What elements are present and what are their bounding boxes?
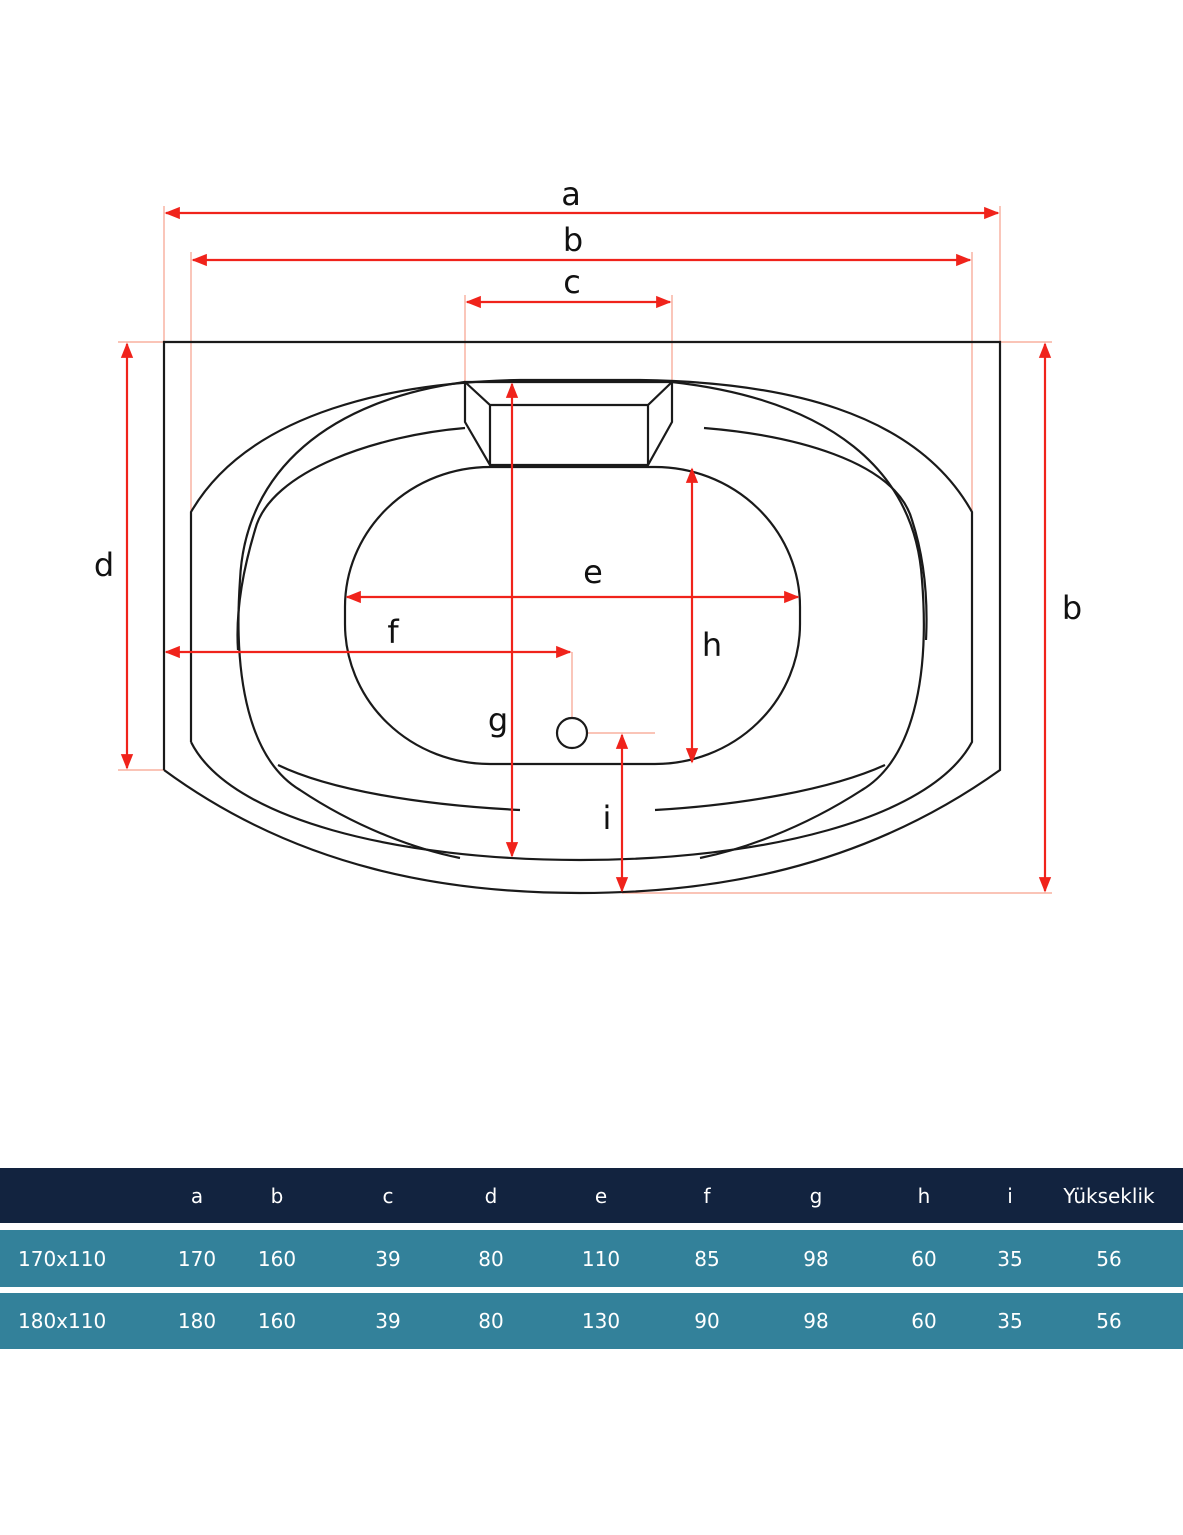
header-cell: Yükseklik (1063, 1183, 1155, 1208)
table-cell: 160 (257, 1309, 297, 1333)
bathtub-outline (162, 340, 1002, 895)
header-cell: h (917, 1183, 931, 1208)
dimensions-table: a b c d e f g h i Yükseklik 170x110 170 … (0, 1168, 1183, 1349)
table-cell: 170 (177, 1246, 217, 1271)
table-cell: 90 (694, 1309, 720, 1333)
table-cell: 39 (375, 1246, 401, 1271)
bathtub-dimension-diagram: a b c d b e f g h i (94, 175, 1082, 895)
header-cell: e (594, 1183, 608, 1208)
table-cell: 130 (581, 1309, 621, 1333)
table-cell: 35 (997, 1246, 1023, 1271)
extension-lines (118, 206, 1052, 894)
table-cell: 98 (803, 1246, 829, 1271)
table-cell: 110 (581, 1246, 621, 1271)
label-i: i (603, 799, 612, 837)
label-a: a (561, 175, 581, 213)
table-header: a b c d e f g h i Yükseklik (0, 1168, 1183, 1223)
table-cell: 80 (478, 1246, 504, 1271)
label-f: f (387, 613, 399, 651)
label-c: c (563, 263, 581, 301)
label-h: h (702, 626, 722, 664)
model-cell: 170x110 (18, 1246, 107, 1271)
dimension-lines (120, 206, 1052, 893)
label-e: e (583, 553, 603, 591)
header-cell: c (382, 1183, 394, 1208)
header-cell: b (270, 1183, 284, 1208)
table-row: 180x110 180 160 39 80 130 90 98 60 35 56 (0, 1293, 1183, 1349)
table-cell: 98 (803, 1309, 829, 1333)
table-row: 170x110 170 160 39 80 110 85 98 60 35 56 (0, 1230, 1183, 1287)
table-cell: 56 (1096, 1309, 1122, 1333)
table-cell: 60 (911, 1309, 937, 1333)
table-cell: 80 (478, 1309, 504, 1333)
header-cell: a (190, 1183, 204, 1208)
table-cell: 35 (997, 1309, 1023, 1333)
model-cell: 180x110 (18, 1309, 107, 1333)
table-cell: 85 (694, 1246, 720, 1271)
table-cell: 60 (911, 1246, 937, 1271)
table-cell: 180 (177, 1309, 217, 1333)
table-cell: 39 (375, 1309, 401, 1333)
header-cell: i (1007, 1183, 1013, 1208)
headrest (463, 380, 674, 467)
label-g: g (488, 701, 508, 739)
header-cell: f (703, 1183, 711, 1208)
header-cell: d (484, 1183, 498, 1208)
header-cell: g (809, 1183, 823, 1208)
label-b-top: b (563, 221, 583, 259)
label-b-side: b (1062, 589, 1082, 627)
table-cell: 56 (1096, 1246, 1122, 1271)
drain-icon (555, 716, 589, 750)
dimension-labels: a b c d b e f g h i (94, 175, 1082, 837)
label-d: d (94, 546, 114, 584)
table-cell: 160 (257, 1246, 297, 1271)
